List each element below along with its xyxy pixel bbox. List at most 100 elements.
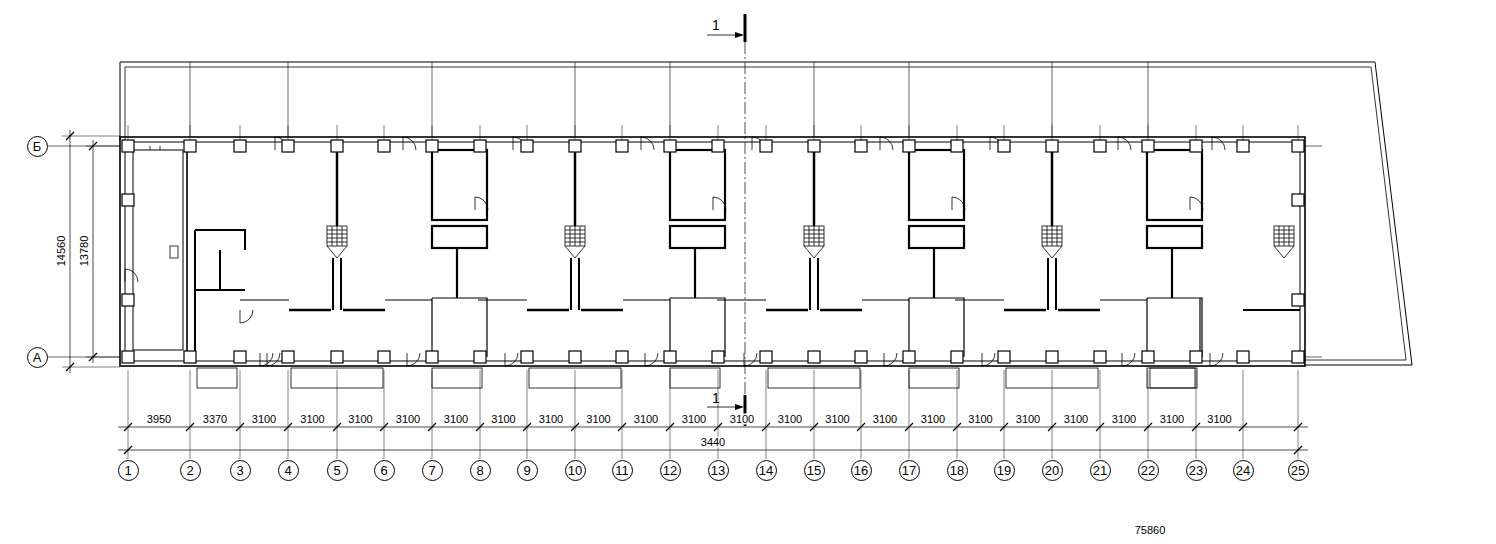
plan-line [760, 351, 772, 363]
plan-line [234, 351, 246, 363]
plan-line [125, 142, 1300, 361]
dimension-text: 3100 [920, 414, 946, 425]
plan-line [426, 351, 438, 363]
axis-label: 2 [186, 464, 193, 477]
axis-label: 3 [236, 464, 243, 477]
plan-line [378, 140, 390, 152]
dimension-text: 3100 [824, 414, 850, 425]
dimension-text: 14560 [56, 235, 67, 268]
plan-line [808, 140, 820, 152]
plan-line [240, 137, 488, 388]
plan-line [66, 132, 97, 371]
axis-bubble: 10 [565, 460, 586, 481]
axis-label: 17 [902, 464, 916, 477]
dimension-text: 3100 [967, 414, 993, 425]
dimension-text: 3100 [777, 414, 803, 425]
plan-line [616, 351, 628, 363]
plan-line [331, 351, 343, 363]
axis-label: 10 [568, 464, 582, 477]
axis-bubble: 7 [422, 460, 443, 481]
plan-line [120, 137, 1305, 366]
plan-line [184, 140, 196, 152]
dimension-text: 3100 [538, 414, 564, 425]
plan-line [240, 310, 253, 323]
axis-bubble: Б [27, 136, 48, 157]
plan-line [717, 137, 965, 388]
plan-line [1292, 140, 1304, 152]
axis-label: 11 [615, 464, 629, 477]
plan-line [1190, 140, 1202, 152]
plan-line [170, 246, 178, 258]
plan-line [744, 14, 747, 426]
axis-bubble: 22 [1138, 460, 1159, 481]
plan-line [1243, 309, 1300, 311]
plan-line [951, 140, 963, 152]
plan-line [1292, 351, 1304, 363]
plan-line [331, 140, 343, 152]
axis-label: 12 [663, 464, 677, 477]
axis-bubble: 6 [374, 460, 395, 481]
axis-bubble: 19 [994, 460, 1015, 481]
plan-line [282, 140, 294, 152]
axis-label: 5 [333, 464, 340, 477]
dimension-text: 3100 [1159, 414, 1185, 425]
axis-bubble: 23 [1186, 460, 1207, 481]
dimension-text: 3950 [146, 414, 172, 425]
dimension-text: 3100 [1206, 414, 1232, 425]
plan-line [122, 351, 134, 363]
plan-line [128, 370, 1298, 459]
plan-line [1190, 351, 1202, 363]
plan-line [569, 351, 581, 363]
section-mark: 1 [711, 18, 721, 32]
dimension-text: 3370 [202, 414, 228, 425]
axis-bubble: 11 [612, 460, 633, 481]
dimension-text: 3100 [299, 414, 325, 425]
dimension-text: 3440 [700, 437, 726, 448]
plan-line [1212, 137, 1225, 150]
plan-line [808, 351, 820, 363]
dimension-text: 3100 [729, 414, 755, 425]
plan-line [855, 351, 867, 363]
axis-bubble: 16 [851, 460, 872, 481]
plan-line [474, 140, 486, 152]
axis-bubble: 24 [1233, 460, 1254, 481]
plan-line [998, 351, 1010, 363]
axis-label: Б [33, 140, 42, 153]
axis-label: 14 [759, 464, 773, 477]
dimension-text: 3100 [1015, 414, 1041, 425]
axis-bubble: 18 [947, 460, 968, 481]
plan-line [120, 62, 1412, 365]
axis-bubble: 1 [118, 460, 139, 481]
plan-line [998, 140, 1010, 152]
plan-line [760, 140, 772, 152]
dimension-text: 3100 [443, 414, 469, 425]
axis-bubble: 12 [660, 460, 681, 481]
axis-label: 7 [428, 464, 435, 477]
plan-line [282, 351, 294, 363]
axis-bubble: 8 [470, 460, 491, 481]
plan-line [1237, 351, 1249, 363]
plan-line [474, 351, 486, 363]
axis-label: 8 [476, 464, 483, 477]
dimension-text: 3100 [585, 414, 611, 425]
dimension-text: 3100 [1063, 414, 1089, 425]
axis-label: 24 [1236, 464, 1250, 477]
axis-label: 25 [1291, 464, 1305, 477]
axis-bubble: 20 [1042, 460, 1063, 481]
plan-line [903, 140, 915, 152]
plan-line [197, 368, 237, 388]
axis-bubble: 17 [899, 460, 920, 481]
plan-line [664, 140, 676, 152]
plan-line [70, 130, 93, 373]
dimension-text: 3100 [872, 414, 898, 425]
plan-line [378, 351, 390, 363]
plan-line [521, 351, 533, 363]
axis-bubble: 2 [180, 460, 201, 481]
dimension-text: 3100 [347, 414, 373, 425]
plan-line [855, 140, 867, 152]
axis-bubble: 3 [230, 460, 251, 481]
plan-line [190, 62, 1148, 137]
axis-bubble: 15 [804, 460, 825, 481]
dimension-text: 3100 [633, 414, 659, 425]
dimension-text: 3100 [1111, 414, 1137, 425]
